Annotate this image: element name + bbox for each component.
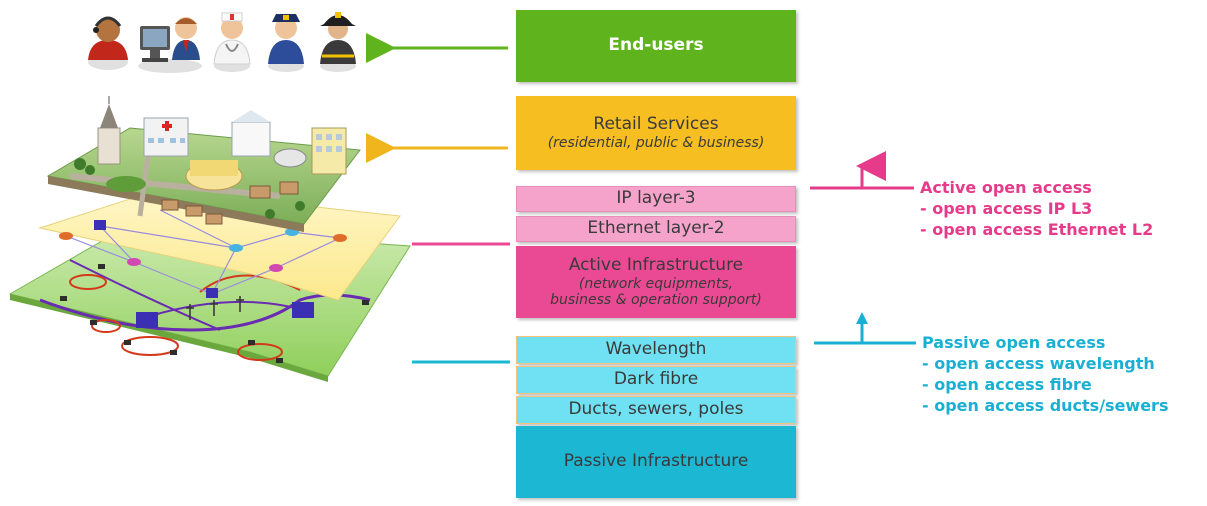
active-open-access-item: - open access Ethernet L2 [920,220,1154,239]
ip-layer3-label: IP layer-3 [616,188,696,209]
person-doctor-icon [213,12,251,72]
wavelength-label: Wavelength [605,339,707,360]
active-network-layer-icon [38,189,401,301]
passive-open-access-title: Passive open access [922,333,1106,352]
passive-open-access-item: - open access fibre [922,375,1092,394]
dark-fibre-label: Dark fibre [613,369,699,390]
passive-infrastructure-layer: Passive Infrastructure [516,426,796,498]
active-infrastructure-layer: Active Infrastructure (network equipment… [516,246,796,318]
ip-layer3: IP layer-3 [516,186,796,212]
passive-open-access-annotation: Passive open access - open access wavele… [922,332,1168,416]
active-open-access-title: Active open access [920,178,1092,197]
retail-services-label: Retail Services [593,114,719,135]
city-layer-icon [46,96,361,232]
passive-open-access-item: - open access wavelength [922,354,1155,373]
ethernet-layer2-label: Ethernet layer-2 [587,218,725,239]
ducts-label: Ducts, sewers, poles [568,399,744,420]
person-support-icon [88,16,128,70]
end-users-group-icon [88,12,356,73]
passive-infrastructure-label: Passive Infrastructure [563,451,749,472]
dark-fibre-layer: Dark fibre [516,366,796,394]
wavelength-layer: Wavelength [516,336,796,364]
passive-annotation-connector [814,312,916,345]
active-infrastructure-label: Active Infrastructure [568,255,744,276]
active-open-access-annotation: Active open access - open access IP L3 -… [920,177,1153,240]
retail-services-sub: (residential, public & business) [547,134,765,151]
active-infrastructure-sub2: business & operation support) [550,291,762,308]
retail-services-layer: Retail Services (residential, public & b… [516,96,796,170]
person-firefighter-icon [320,12,356,72]
passive-open-access-item: - open access ducts/sewers [922,396,1169,415]
end-users-label: End-users [608,35,704,56]
ethernet-layer2: Ethernet layer-2 [516,216,796,242]
ducts-layer: Ducts, sewers, poles [516,396,796,424]
active-annotation-connector [810,151,914,190]
person-police-icon [268,14,304,72]
active-open-access-item: - open access IP L3 [920,199,1093,218]
person-computer-icon [138,17,202,73]
active-infrastructure-sub1: (network equipments, [578,275,734,292]
end-users-layer: End-users [516,10,796,82]
